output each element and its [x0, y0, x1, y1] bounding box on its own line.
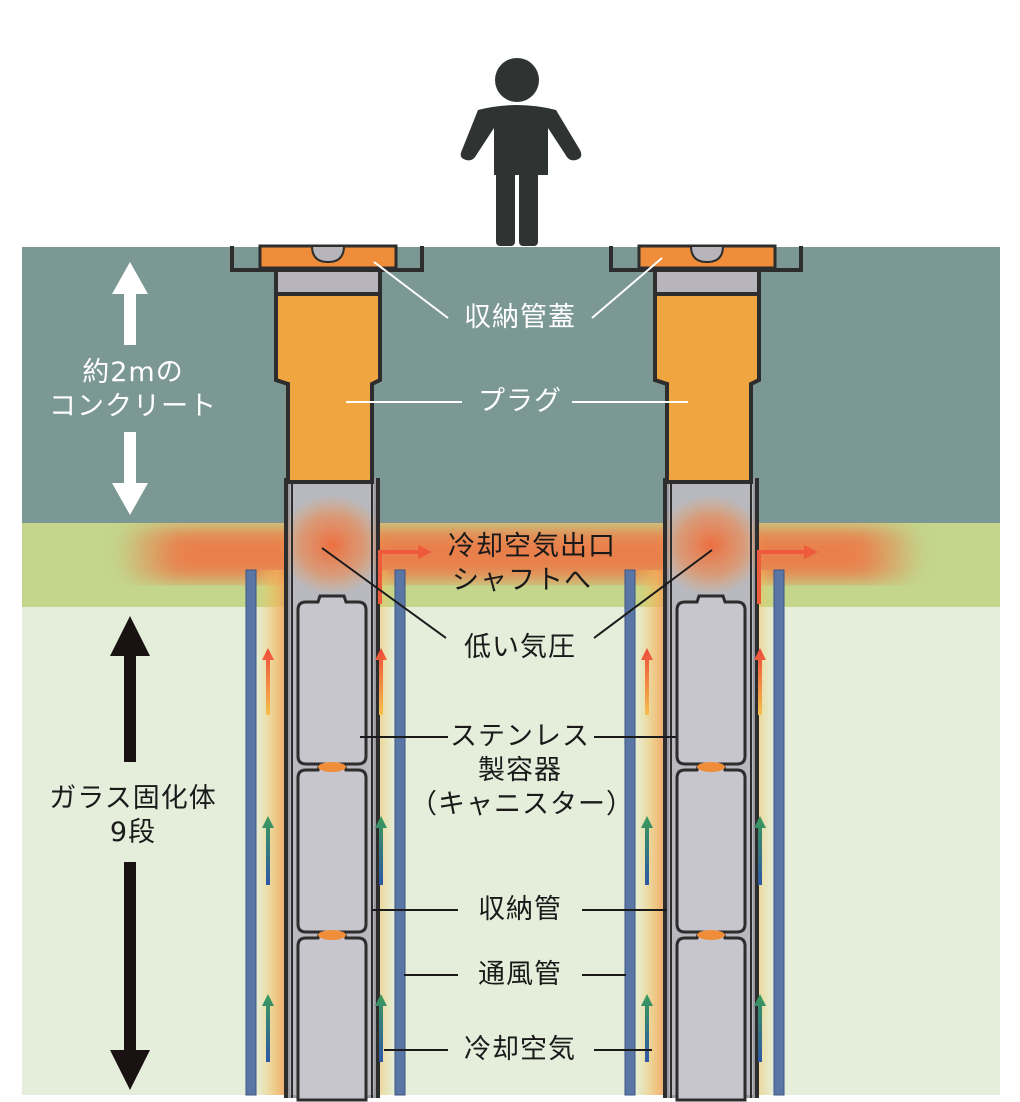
person-icon	[460, 58, 582, 246]
canister-label-line-1: ステンレス	[450, 721, 590, 752]
canister-left	[296, 594, 368, 1102]
glass-stack-arrows	[110, 616, 150, 1090]
low-pressure-label: 低い気圧	[464, 632, 576, 663]
concrete-layer	[22, 247, 1000, 523]
right-shaft	[609, 244, 818, 1102]
plug-left	[274, 290, 382, 484]
outlet-label-line-1: 冷却空気出口	[448, 531, 616, 562]
outlet-label-line-2: シャフトへ	[452, 565, 592, 596]
ground-layer	[22, 607, 1000, 1095]
plug-right	[653, 290, 761, 484]
glass-label-line-1: ガラス固化体	[49, 783, 217, 814]
ventilation-tube-right-a	[624, 569, 636, 1096]
concrete-label: 約2mの コンクリート	[38, 356, 228, 424]
glass-label-line-2: 9段	[109, 817, 157, 848]
airflow-arrows-left	[262, 545, 432, 1062]
lid-label: 収納管蓋	[464, 302, 576, 333]
concrete-label-line-2: コンクリート	[49, 391, 217, 422]
ventilation-tube-label: 通風管	[478, 959, 562, 990]
glass-label: ガラス固化体 9段	[38, 782, 228, 850]
concrete-depth-arrows	[112, 262, 148, 515]
ventilation-tube-left-b	[394, 569, 406, 1096]
canister-label: ステンレス 製容器 （キャニスター）	[410, 720, 634, 822]
canister-label-line-3: （キャニスター）	[410, 789, 634, 820]
airflow-arrows-right	[641, 545, 818, 1062]
plug-label: プラグ	[478, 386, 562, 417]
concrete-label-line-1: 約2mの	[82, 357, 184, 388]
outlet-label: 冷却空気出口 シャフトへ	[430, 530, 630, 598]
left-shaft	[230, 244, 432, 1102]
ventilation-tube-right-b	[773, 569, 785, 1096]
canister-right	[675, 594, 747, 1102]
canister-label-line-2: 製容器	[478, 755, 562, 786]
storage-tube-label: 収納管	[478, 894, 562, 925]
leader-lines	[321, 257, 713, 1051]
cooling-air-label: 冷却空気	[464, 1034, 576, 1065]
ventilation-tube-left-a	[245, 569, 257, 1096]
